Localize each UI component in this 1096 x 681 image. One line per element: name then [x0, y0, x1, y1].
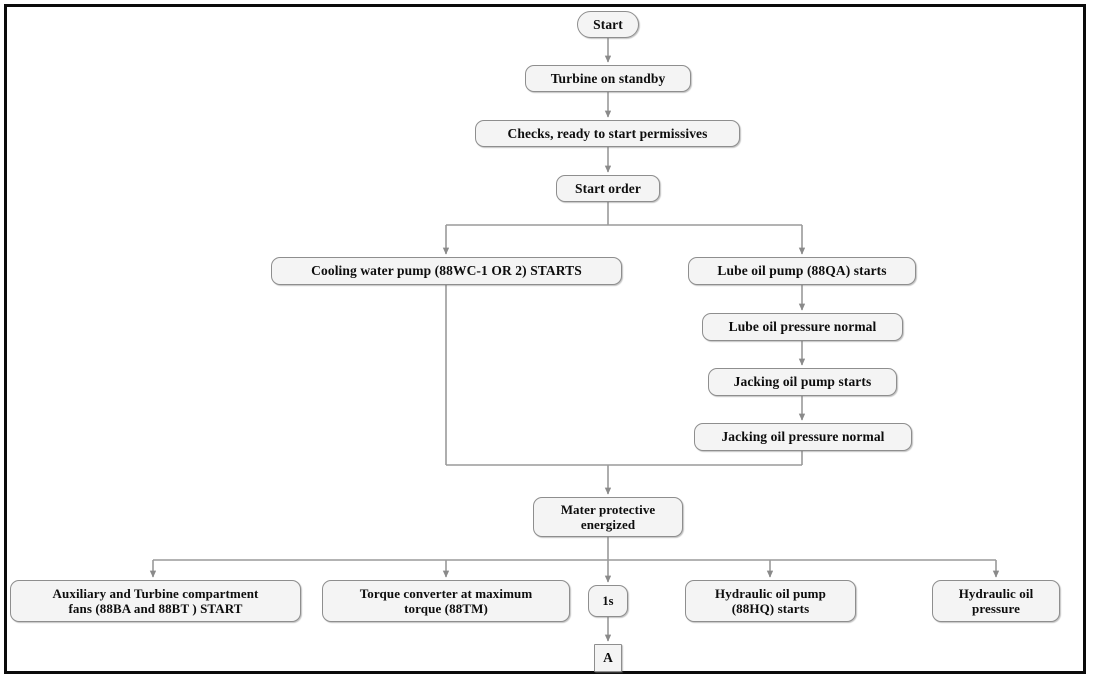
- node-checks-ready-to-start-permissives[interactable]: Checks, ready to start permissives: [475, 120, 740, 147]
- node-hydraulic-oil-pressure[interactable]: Hydraulic oil pressure: [932, 580, 1060, 622]
- node-start[interactable]: Start: [577, 11, 639, 38]
- node-jacking-oil-pump-starts[interactable]: Jacking oil pump starts: [708, 368, 897, 396]
- node-turbine-on-standby[interactable]: Turbine on standby: [525, 65, 691, 92]
- node-jacking-oil-pressure-normal[interactable]: Jacking oil pressure normal: [694, 423, 912, 451]
- node-start-order[interactable]: Start order: [556, 175, 660, 202]
- node-auxiliary-turbine-compartment-fans[interactable]: Auxiliary and Turbine compartment fans (…: [10, 580, 301, 622]
- node-cooling-water-pump[interactable]: Cooling water pump (88WC-1 OR 2) STARTS: [271, 257, 622, 285]
- node-hydraulic-oil-pump[interactable]: Hydraulic oil pump (88HQ) starts: [685, 580, 856, 622]
- node-connector-a[interactable]: A: [594, 644, 622, 672]
- node-lube-oil-pump[interactable]: Lube oil pump (88QA) starts: [688, 257, 916, 285]
- node-lube-oil-pressure-normal[interactable]: Lube oil pressure normal: [702, 313, 903, 341]
- diagram-frame-border: [4, 4, 1086, 674]
- node-timer-1s[interactable]: 1s: [588, 585, 628, 617]
- node-master-protective-energized[interactable]: Mater protective energized: [533, 497, 683, 537]
- node-torque-converter-maximum-torque[interactable]: Torque converter at maximum torque (88TM…: [322, 580, 570, 622]
